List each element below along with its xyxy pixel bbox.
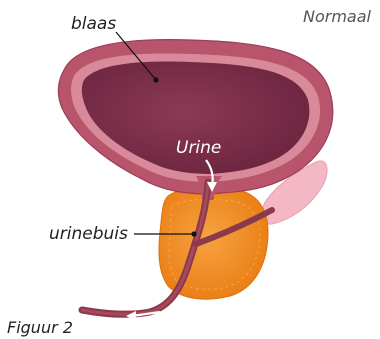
bladder-leader-dot	[153, 77, 158, 82]
diagram-title: Normaal	[303, 9, 371, 25]
bladder-label: blaas	[71, 16, 116, 33]
prostate	[159, 188, 268, 300]
urethra-label: urinebuis	[49, 226, 128, 243]
urethra-leader-dot	[191, 231, 196, 236]
urine-label: Urine	[176, 140, 221, 157]
figure-caption: Figuur 2	[7, 320, 73, 336]
